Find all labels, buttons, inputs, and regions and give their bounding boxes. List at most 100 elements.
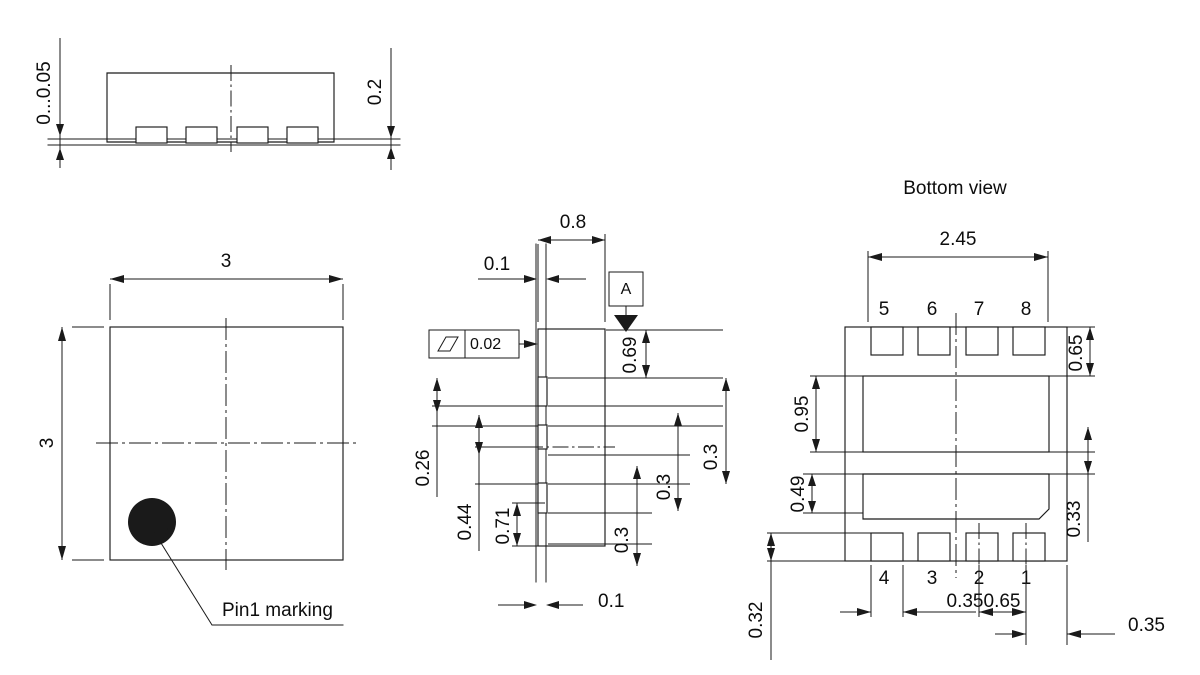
pin1-leader-line (160, 542, 344, 626)
bottom-view-065p-arrow-left (979, 608, 993, 616)
top-view-height-dim-text: 3 (37, 438, 58, 449)
land-pattern-01-top-arrow-right (546, 275, 559, 283)
side-view-height-arrow-top (387, 126, 395, 138)
land-pattern-slot-2 (537, 424, 548, 450)
land-pattern-069-arrow-bottom (642, 365, 650, 378)
land-pattern-071-arrow-bottom (513, 533, 521, 546)
top-view-width-arrow-right (329, 275, 343, 283)
gdt-leader-arrowhead (524, 340, 538, 348)
land-pattern-03a-arrow-top (722, 378, 730, 391)
bottom-view-035p-arrow-right (903, 608, 917, 616)
bottom-view-065-arrow-bottom (1086, 363, 1094, 376)
land-pattern-03a-dim-text: 0.3 (701, 444, 722, 470)
bottom-view-pad-8 (1012, 326, 1046, 356)
land-pattern-08-arrow-left (538, 236, 551, 244)
top-view-height-arrow-top (58, 327, 66, 341)
side-view-lead-2 (185, 126, 218, 144)
top-view-height-arrow-bottom (58, 546, 66, 560)
land-pattern-01-top-arrow-left (524, 275, 537, 283)
bottom-view-049-arrow-top (808, 474, 816, 486)
land-pattern-044-arrow-top (475, 415, 483, 428)
land-pattern-071-arrow-top (513, 503, 521, 516)
datum-a-triangle (614, 315, 638, 332)
land-pattern-01-bot-dim-text: 0.1 (598, 591, 624, 612)
pin1-leader-arrowhead (154, 528, 168, 543)
land-pattern-069-arrow-top (642, 330, 650, 343)
side-view-group: 0...0.05 0.2 (34, 38, 401, 170)
land-pattern-08-dim-text: 0.8 (560, 212, 586, 233)
bottom-view-095-dim-text: 0.95 (792, 396, 813, 433)
side-view-height-dim-text: 0.2 (365, 79, 386, 105)
bottom-view-245-arrow-right (1034, 253, 1048, 261)
land-pattern-03b-dim-text: 0.3 (654, 474, 675, 500)
parallelism-symbol (437, 336, 459, 352)
side-view-standoff-dim-text: 0...0.05 (34, 61, 55, 124)
land-pattern-071-dim-text: 0.71 (493, 508, 514, 545)
bottom-view-pad-6 (917, 326, 951, 356)
pin1-marking-label: Pin1 marking (222, 600, 333, 621)
bottom-view-065-dim-text: 0.65 (1066, 335, 1087, 372)
bottom-view-245-dim-text: 2.45 (940, 229, 977, 250)
land-pattern-08-arrow-right (592, 236, 605, 244)
bottom-view-049-arrow-bottom (808, 501, 816, 513)
bottom-view-pin-label-3: 3 (927, 568, 938, 589)
bottom-view-pad-4 (870, 532, 904, 562)
land-pattern-026-arrow-top (433, 378, 441, 391)
bottom-view-thermal-pad-lower (862, 473, 1050, 520)
land-pattern-01-bot-arrow-right (546, 601, 559, 609)
top-view-width-arrow-left (110, 275, 124, 283)
bottom-view-group: Bottom view 5 6 7 8 4 3 2 1 (746, 178, 1165, 660)
bottom-view-035e-arrow-left (1012, 630, 1026, 638)
gdt-symbol-box (428, 329, 466, 359)
bottom-view-035-edge-dim-text: 0.35 (1128, 615, 1165, 636)
side-view-body-outline (106, 72, 335, 143)
side-view-lead-4 (286, 126, 319, 144)
gdt-feature-control-frame: 0.02 (428, 329, 538, 359)
bottom-view-245-arrow-left (868, 253, 882, 261)
land-pattern-044-arrow-bottom (475, 442, 483, 455)
land-pattern-03c-arrow-bottom (633, 553, 641, 566)
side-view-lead-1 (135, 126, 168, 144)
side-view-lead-3 (236, 126, 269, 144)
bottom-view-pad-5 (870, 326, 904, 356)
bottom-view-pad-7 (965, 326, 999, 356)
top-view-group: Pin1 marking 3 3 (37, 251, 357, 626)
land-pattern-03c-dim-text: 0.3 (612, 527, 633, 553)
land-pattern-slot-3 (537, 482, 548, 514)
bottom-view-065-pitch-dim-text: 0.65 (984, 591, 1021, 612)
bottom-view-032-dim-text: 0.32 (746, 602, 767, 639)
land-pattern-03c-arrow-top (633, 466, 641, 479)
land-pattern-view-group: 0.8 0.1 0.1 0.02 (413, 212, 730, 612)
bottom-view-pin-label-8: 8 (1021, 299, 1032, 320)
bottom-view-pin-label-4: 4 (879, 568, 890, 589)
land-pattern-01-bot-arrow-left (524, 601, 537, 609)
bottom-view-pin-label-6: 6 (927, 299, 938, 320)
side-view-height-arrow-bottom (387, 147, 395, 159)
bottom-view-pin-label-5: 5 (879, 299, 890, 320)
bottom-view-095-arrow-bottom (812, 439, 820, 452)
bottom-view-pad-1 (1012, 532, 1046, 562)
bottom-view-035-pitch-dim-text: 0.35 (947, 591, 984, 612)
bottom-view-049-dim-text: 0.49 (788, 476, 809, 513)
top-view-width-dim-text: 3 (221, 251, 232, 272)
bottom-view-pad-2 (965, 532, 999, 562)
datum-a-letter: A (621, 281, 632, 298)
bottom-view-035p-arrow-left (857, 608, 871, 616)
land-pattern-069-dim-text: 0.69 (620, 337, 641, 374)
bottom-view-pin-label-7: 7 (974, 299, 985, 320)
gdt-tolerance-value: 0.02 (470, 336, 501, 353)
land-pattern-026-dim-text: 0.26 (413, 450, 434, 487)
bottom-view-032-arrow-bottom (767, 548, 775, 561)
datum-a-symbol: A (608, 271, 644, 332)
land-pattern-03b-arrow-bottom (674, 498, 682, 511)
land-pattern-03b-arrow-top (674, 413, 682, 426)
land-pattern-026-arrow-bottom (433, 400, 441, 413)
land-pattern-slot-1 (537, 376, 548, 407)
land-pattern-01-top-dim-text: 0.1 (484, 254, 510, 275)
land-pattern-03a-arrow-bottom (722, 471, 730, 484)
bottom-view-095-arrow-top (812, 376, 820, 389)
bottom-view-035e-arrow-right (1067, 630, 1081, 638)
side-view-standoff-arrow-bottom (56, 148, 64, 160)
